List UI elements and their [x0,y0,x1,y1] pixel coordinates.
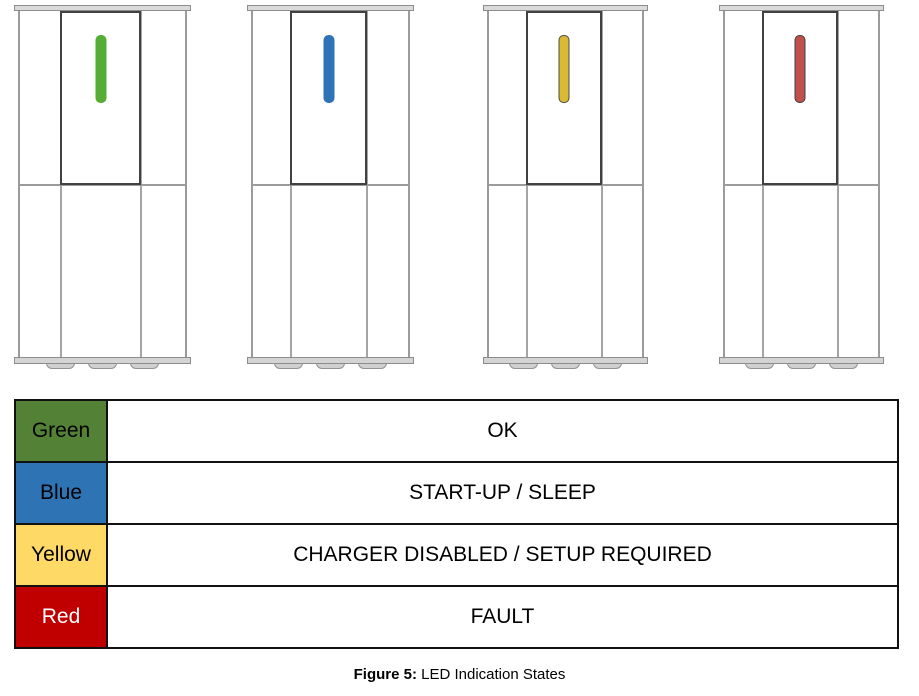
device-top-cap [483,5,648,11]
device-top-cap [719,5,884,11]
table-row-blue: Blue START-UP / SLEEP [16,463,897,525]
state-cell-red: FAULT [470,605,535,628]
front-panel [761,11,838,186]
state-cell-green: OK [487,419,518,442]
charger-unit-blue [247,5,414,371]
device-top-cap [247,5,414,11]
device-base-bar [247,357,414,364]
device-body [251,11,410,357]
led-strip-red [794,35,806,103]
led-strip-green [95,35,106,103]
charger-unit-green [14,5,191,371]
charger-unit-red [719,5,884,371]
color-swatch-cell-green: Green [16,401,108,461]
front-panel [59,11,142,186]
device-feet [14,363,191,371]
color-swatch-cell-red: Red [16,587,108,647]
device-feet [247,363,414,371]
state-cell-yellow: CHARGER DISABLED / SETUP REQUIRED [293,543,712,566]
table-row-green: Green OK [16,401,897,463]
device-base-bar [719,357,884,364]
device-body [18,11,187,357]
device-top-cap [14,5,191,11]
front-panel [525,11,602,186]
table-row-red: Red FAULT [16,587,897,647]
device-base-bar [14,357,191,364]
led-strip-yellow [558,35,570,103]
figure-caption: Figure 5: LED Indication States [0,666,919,683]
charger-unit-yellow [483,5,648,371]
device-body [487,11,644,357]
charger-devices-row [0,5,919,371]
figure-caption-label: Figure 5: [353,666,417,683]
device-feet [719,363,884,371]
figure-caption-text: LED Indication States [421,666,566,683]
led-strip-blue [323,35,335,103]
device-feet [483,363,648,371]
device-body [723,11,880,357]
led-states-table: Green OK Blue START-UP / SLEEP Yellow CH… [14,399,899,649]
table-row-yellow: Yellow CHARGER DISABLED / SETUP REQUIRED [16,525,897,587]
state-cell-blue: START-UP / SLEEP [409,481,596,504]
color-swatch-cell-yellow: Yellow [16,525,108,585]
device-base-bar [483,357,648,364]
color-swatch-cell-blue: Blue [16,463,108,523]
front-panel [290,11,368,186]
